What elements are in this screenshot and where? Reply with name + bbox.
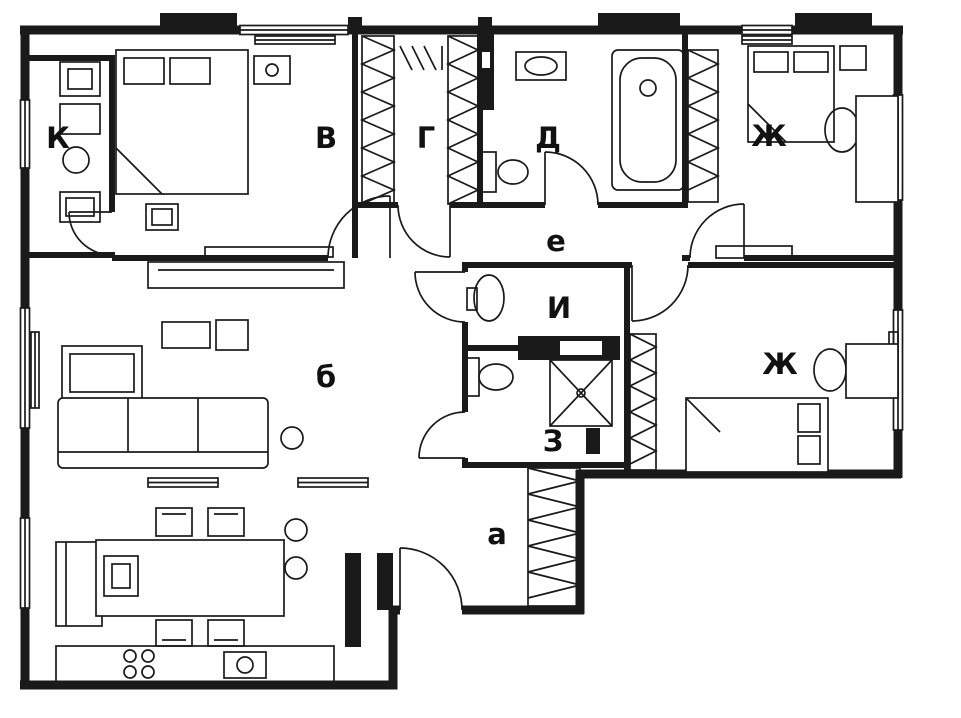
sink [515,51,567,81]
desk [845,343,899,399]
room-k-furniture [59,61,101,223]
wardrobe [687,49,719,203]
door-room-k [68,211,113,256]
door-entry [399,547,463,611]
sofa [57,397,269,469]
cabinet [59,103,101,135]
room-label-a: а [487,517,507,551]
stove [123,649,155,679]
room-labels: К В Г Д Ж е И б Ж З а [46,119,798,551]
basin [62,146,90,174]
wardrobe [527,467,581,607]
window-left-2 [19,307,31,429]
armchair [61,345,143,401]
room-label-v: В [315,121,337,155]
dining-table [95,539,285,617]
window-left-1 [19,99,31,169]
room-label-z: З [543,424,564,458]
hanger-marks [399,45,443,71]
door-room-i [414,271,466,323]
toilet [481,151,529,193]
cabinet [59,191,101,223]
duct-shaft [478,32,494,110]
door-room-g [397,204,451,258]
room-zh-top-furniture [685,45,899,259]
low-console [715,245,793,259]
room-z-furniture [466,357,613,454]
interior-walls [22,27,901,477]
toilet [466,357,514,397]
nightstand [839,45,867,71]
door-room-z [418,411,466,459]
chair [207,507,245,537]
low-console [204,246,334,258]
wardrobe [629,333,657,471]
washing-machine [59,61,101,97]
corridor-a-furniture [527,467,581,607]
stool [145,203,179,231]
desk-chair [813,348,847,392]
radiator [297,477,369,488]
counter [518,336,620,360]
kitchen-counter [55,645,335,683]
bathtub [611,49,685,191]
room-g-furniture [359,35,481,205]
duct-shaft [586,428,600,454]
room-b-furniture [57,261,345,469]
high-chair [103,555,139,597]
radiator [30,331,40,409]
room-label-zh-bottom: Ж [762,347,798,381]
windows [19,24,904,609]
window-top-1 [239,24,349,36]
sink [466,274,505,322]
window-left-3 [19,517,31,609]
door-room-zh-bottom [631,264,689,322]
chair [155,507,193,537]
room-label-g: Г [417,121,435,155]
chair [155,619,193,647]
room-label-e: е [546,224,566,258]
room-label-k: К [46,121,70,155]
room-label-d: Д [535,121,561,155]
door-room-v [327,195,391,259]
bed [115,49,249,195]
door-room-d [544,151,599,206]
room-label-i: И [547,291,571,325]
room-zh-bottom-furniture [628,333,899,473]
radiator [741,35,793,45]
window-top-2 [741,24,793,36]
nightstand [253,55,291,85]
room-v-furniture [115,49,334,258]
bed [747,45,835,143]
bed [685,397,829,473]
room-label-b: б [316,360,336,394]
bench [55,541,103,627]
chair [207,619,245,647]
desk [855,95,899,203]
structural-pillars [160,13,872,647]
door-room-zh-top [689,203,745,259]
radiator [147,477,219,488]
room-d-furniture [478,32,685,193]
radiator [254,35,336,45]
shower [549,359,613,427]
room-label-zh-top: Ж [751,119,787,153]
doors [68,151,745,611]
stool [284,518,308,542]
kitchen-furniture [55,507,335,683]
tv-console [147,261,345,289]
kitchen-sink [223,651,267,679]
room-i-furniture [466,274,620,360]
side-table [280,426,304,450]
stool [284,556,308,580]
shelf [215,319,249,351]
shelf [161,321,211,349]
